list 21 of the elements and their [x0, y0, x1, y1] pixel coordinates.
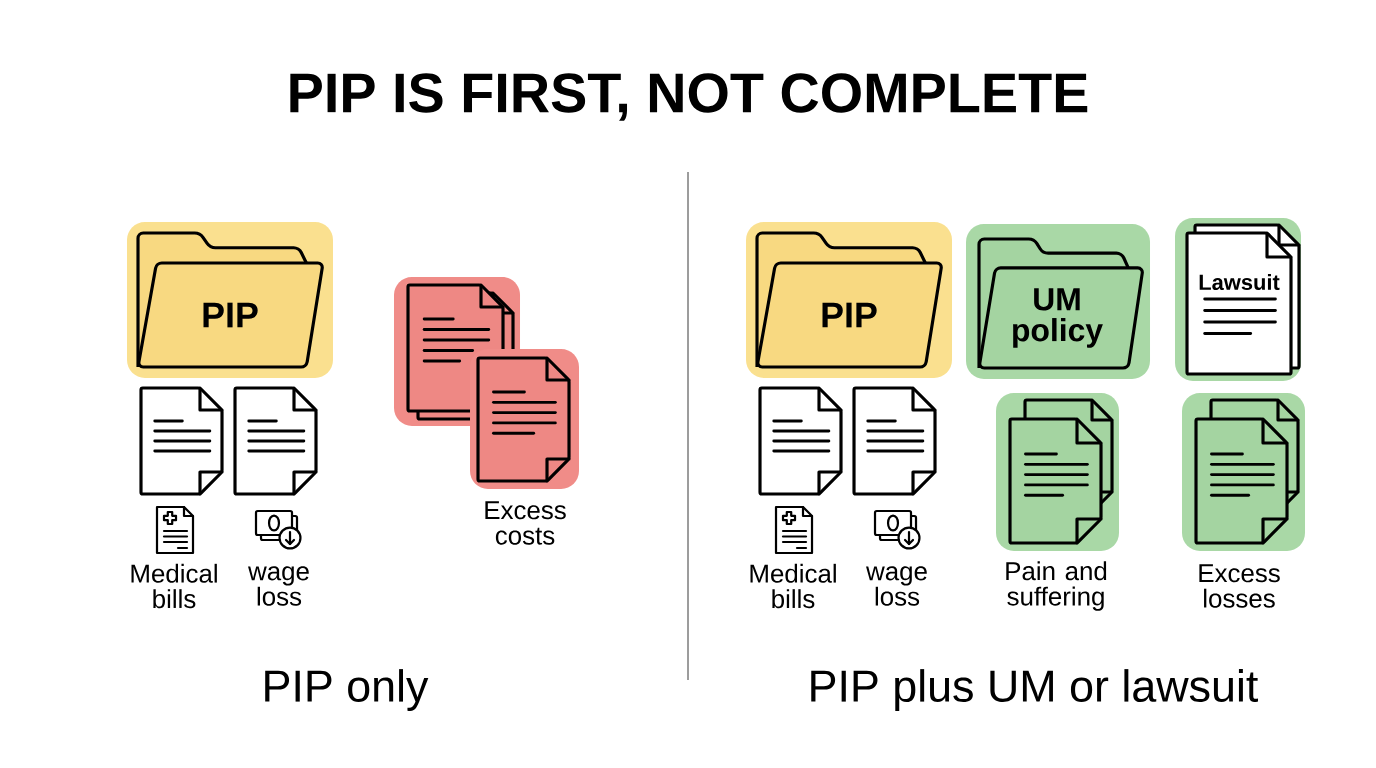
document-icon: [233, 386, 318, 496]
folder: PIP: [127, 222, 333, 378]
folder: UM policy: [966, 224, 1150, 379]
document-stack: [394, 277, 579, 489]
panel-label: PIP only: [265, 669, 429, 711]
document-stack: [1182, 393, 1305, 551]
document-stack: Lawsuit: [1175, 218, 1301, 381]
document-icon: [139, 386, 224, 496]
folder: PIP: [746, 222, 952, 378]
title: PIP IS FIRST, NOT COMPLETE: [290, 73, 1088, 121]
node-label: Medical bills: [750, 563, 836, 609]
node-label: Pain and suffering: [1006, 561, 1107, 611]
document-icon: [852, 386, 937, 496]
node-label: Medical bills: [131, 563, 217, 609]
document-icon: [758, 386, 843, 496]
node-label: Excess costs: [485, 501, 566, 545]
panel-label: PIP plus UM or lawsuit: [811, 669, 1258, 711]
node-label: Excess losses: [1199, 564, 1280, 608]
node-label: wage loss: [866, 566, 927, 606]
document-stack: [996, 393, 1119, 551]
node-label: wage loss: [248, 566, 309, 606]
